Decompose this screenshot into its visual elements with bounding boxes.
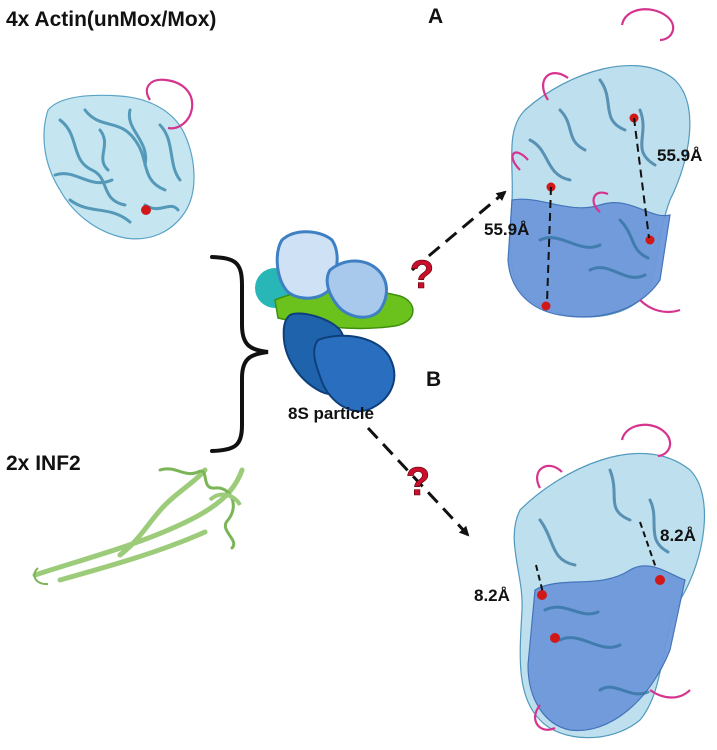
particle-label: 8S particle (288, 404, 374, 423)
arrow-to-a (411, 190, 507, 272)
8s-particle-model (255, 230, 414, 413)
question-mark-a: ? (410, 253, 434, 297)
inf2-title: 2x INF2 (6, 452, 81, 475)
arrow-to-b (366, 426, 470, 537)
panel-a-label: A (428, 5, 444, 28)
structure-a (507, 8, 691, 318)
distance-b-left: 8.2Å (474, 586, 510, 605)
structure-b (513, 423, 706, 739)
distance-b-right: 8.2Å (660, 526, 696, 545)
curly-bracket (210, 255, 269, 453)
distance-a-left: 55.9Å (484, 220, 530, 239)
actin-title: 4x Actin(unMox/Mox) (6, 8, 217, 31)
question-mark-b: ? (406, 460, 430, 504)
actin-monomer-structure (43, 78, 195, 240)
distance-a-right: 55.9Å (657, 146, 703, 165)
panel-b-label: B (426, 368, 442, 391)
inf2-structure (32, 467, 245, 586)
